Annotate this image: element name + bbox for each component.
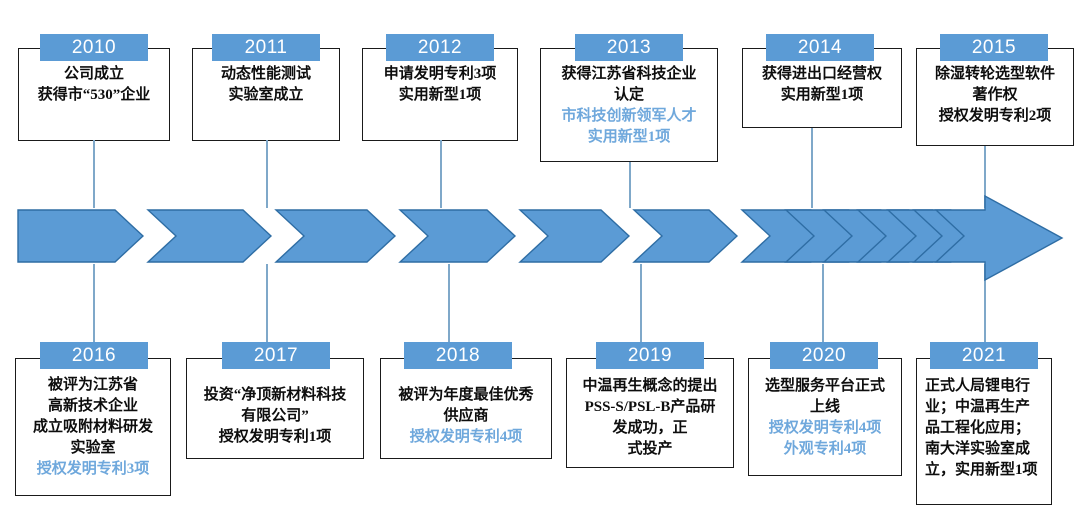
chevron-segment [784, 209, 879, 263]
chevron-segment [886, 209, 963, 263]
year-badge-2017: 2017 [222, 342, 330, 369]
arrow-head [934, 194, 1064, 282]
event-line: 被评为江苏省 [47, 377, 138, 393]
event-text-2019: 中温再生概念的提出 PSS-S/PSL-B产品研 发成功，正 式投产 [566, 376, 734, 460]
event-line: 外观专利4项 [783, 441, 867, 457]
chevron-segment [912, 209, 981, 263]
event-line: 获得市“530”企业 [37, 87, 151, 103]
event-line: 授权发明专利2项 [938, 108, 1052, 124]
connector-stem-2012 [440, 140, 442, 208]
event-line: 除湿转轮选型软件 [934, 66, 1055, 82]
event-line: 有限公司” [241, 408, 309, 424]
connector-stem-2017 [266, 264, 268, 346]
chevron-segment [17, 209, 145, 263]
connector-stem-2018 [448, 264, 450, 346]
connector-stem-2013 [629, 162, 631, 208]
event-line: 正式人局锂电行 [925, 378, 1031, 394]
event-box-2020[interactable] [748, 358, 902, 476]
chevron-segment [856, 209, 939, 263]
year-badge-2012: 2012 [386, 34, 494, 61]
event-line: 市科技创新领军人才 [561, 108, 697, 124]
connector-stem-2021 [984, 264, 986, 346]
year-badge-2013: 2013 [575, 34, 683, 61]
event-text-2015: 除湿转轮选型软件 著作权 授权发明专利2项 [916, 64, 1074, 127]
event-line: 授权发明专利4项 [768, 420, 882, 436]
chevron-segment [822, 209, 911, 263]
event-line: 实用新型1项 [398, 87, 482, 103]
year-badge-2021: 2021 [930, 342, 1038, 369]
event-text-2020: 选型服务平台正式 上线 授权发明专利4项 外观专利4项 [748, 376, 902, 460]
event-box-2019[interactable] [566, 358, 734, 468]
event-line: 公司成立 [63, 66, 124, 82]
event-line: 上线 [809, 399, 840, 415]
event-text-2014: 获得进出口经营权 实用新型1项 [742, 64, 902, 106]
event-line: 申请发明专利3项 [383, 66, 497, 82]
event-line: 立，实用新型1项 [925, 462, 1038, 478]
event-line: 实验室成立 [228, 87, 304, 103]
connector-stem-2020 [822, 264, 824, 346]
connector-stem-2019 [640, 264, 642, 346]
event-line: 获得进出口经营权 [761, 66, 882, 82]
connector-stem-2014 [811, 128, 813, 208]
event-box-2021[interactable] [916, 358, 1052, 505]
year-badge-2016: 2016 [40, 342, 148, 369]
event-text-2011: 动态性能测试 实验室成立 [192, 64, 340, 106]
event-box-2012[interactable] [362, 48, 518, 141]
chevron-segment [518, 209, 631, 263]
event-line: 获得江苏省科技企业 [561, 66, 697, 82]
year-badge-2011: 2011 [212, 34, 320, 61]
year-badge-2014: 2014 [766, 34, 874, 61]
connector-stem-2011 [266, 140, 268, 208]
event-line: 动态性能测试 [220, 66, 311, 82]
event-text-2016: 被评为江苏省 高新技术企业 成立吸附材料研发 实验室 授权发明专利3项 [15, 375, 171, 480]
event-line: 投资“净顶新材料科技 [203, 387, 347, 403]
event-box-2018[interactable] [380, 358, 552, 459]
year-badge-2010: 2010 [40, 34, 148, 61]
connector-stem-2015 [984, 146, 986, 208]
event-line: 高新技术企业 [47, 398, 138, 414]
event-box-2013[interactable] [540, 48, 718, 162]
year-badge-2015: 2015 [940, 34, 1048, 61]
event-box-2017[interactable] [186, 358, 364, 459]
event-line: 实验室 [70, 440, 116, 456]
event-line: 成立吸附材料研发 [32, 419, 153, 435]
event-text-2021: 正式人局锂电行 业；中温再生产 品工程化应用； 南大洋实验室成 立，实用新型1项 [916, 376, 1052, 481]
event-line: 业；中温再生产 [925, 399, 1031, 415]
event-line: 著作权 [972, 87, 1018, 103]
event-line: 认定 [613, 87, 644, 103]
year-badge-2018: 2018 [404, 342, 512, 369]
event-line: 南大洋实验室成 [925, 441, 1031, 457]
event-line: 授权发明专利4项 [409, 429, 523, 445]
event-text-2012: 申请发明专利3项 实用新型1项 [362, 64, 518, 106]
chevron-segment [632, 209, 739, 263]
event-line: 发成功，正 [612, 420, 688, 436]
event-text-2010: 公司成立 获得市“530”企业 [18, 64, 170, 106]
event-line: 供应商 [443, 408, 489, 424]
event-text-2013: 获得江苏省科技企业 认定 市科技创新领军人才 实用新型1项 [540, 64, 718, 148]
event-line: 中温再生概念的提出 [582, 378, 718, 394]
event-line: PSS-S/PSL-B产品研 [584, 399, 716, 415]
event-line: 被评为年度最佳优秀 [398, 387, 534, 403]
event-text-2018: 被评为年度最佳优秀 供应商 授权发明专利4项 [380, 385, 552, 448]
event-box-2016[interactable] [15, 358, 171, 496]
event-line: 授权发明专利1项 [218, 429, 332, 445]
event-line: 实用新型1项 [780, 87, 864, 103]
connector-stem-2016 [93, 264, 95, 346]
chevron-segment [274, 209, 397, 263]
connector-stem-2010 [93, 140, 95, 208]
event-line: 品工程化应用； [925, 420, 1031, 436]
chevron-segment [740, 209, 841, 263]
event-line: 实用新型1项 [587, 129, 671, 145]
chevron-segment [146, 209, 273, 263]
year-badge-2019: 2019 [596, 342, 704, 369]
event-box-2015[interactable] [916, 48, 1074, 146]
event-box-2011[interactable] [192, 48, 340, 141]
event-text-2017: 投资“净顶新材料科技 有限公司” 授权发明专利1项 [186, 385, 364, 448]
event-line: 选型服务平台正式 [764, 378, 885, 394]
event-box-2014[interactable] [742, 48, 902, 128]
event-line: 式投产 [627, 441, 673, 457]
event-line: 授权发明专利3项 [36, 461, 150, 477]
year-badge-2020: 2020 [770, 342, 878, 369]
chevron-segment [398, 209, 517, 263]
